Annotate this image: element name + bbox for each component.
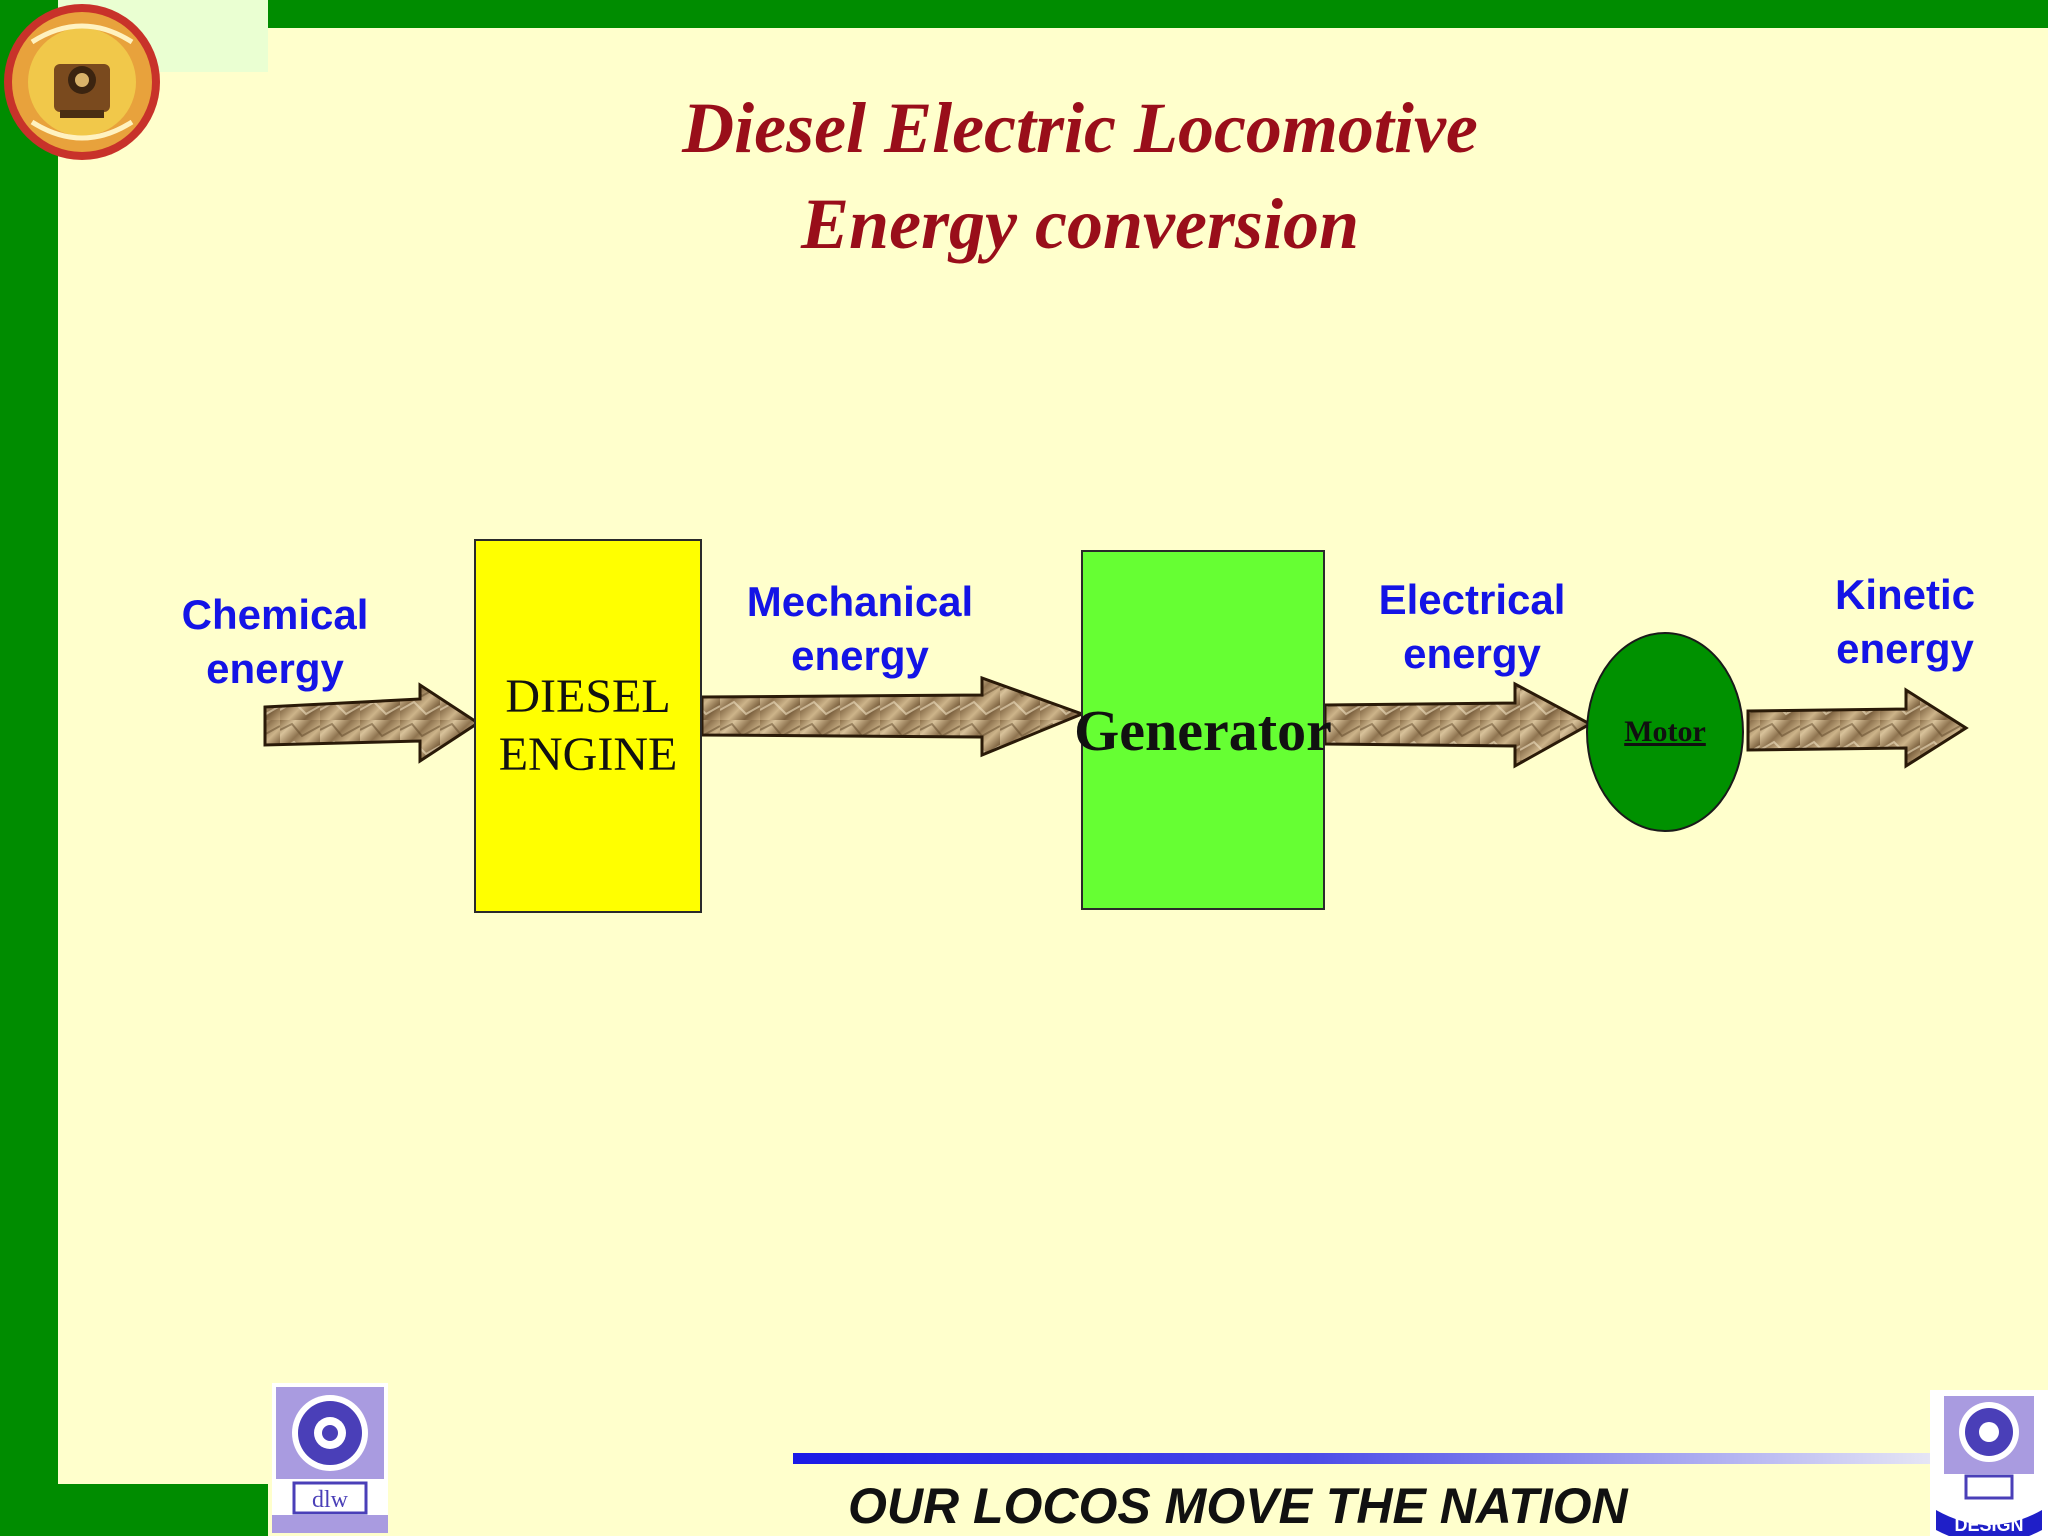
left-green-bar — [0, 0, 58, 1536]
engine-label-line-2: ENGINE — [498, 728, 678, 781]
svg-text:DESIGN: DESIGN — [1954, 1515, 2023, 1535]
textured-arrow-icon — [263, 682, 481, 764]
textured-arrow-icon — [1746, 687, 1969, 769]
slide-title: Diesel Electric Locomotive Energy conver… — [480, 80, 1680, 272]
title-line-1: Diesel Electric Locomotive — [682, 88, 1478, 168]
dlw-design-logo-icon: DESIGN — [1930, 1390, 2048, 1536]
textured-arrow-icon — [1323, 681, 1594, 769]
textured-arrow-icon — [700, 675, 1087, 758]
label-chemical-line-1: Chemical — [181, 591, 369, 638]
locomotive-emblem-icon — [4, 4, 160, 160]
label-electrical-line-1: Electrical — [1378, 576, 1566, 623]
diesel-engine-block: DIESEL ENGINE — [474, 539, 702, 913]
label-mechanical-line-2: energy — [791, 632, 929, 679]
label-kinetic-line-2: energy — [1836, 625, 1974, 672]
generator-label: Generator — [1074, 697, 1332, 763]
label-kinetic-line-1: Kinetic — [1834, 571, 1976, 618]
label-electrical-energy: Electrical energy — [1352, 573, 1592, 681]
footer-slogan: OUR LOCOS MOVE THE NATION — [848, 1478, 1628, 1534]
footer-gradient-line — [793, 1453, 1933, 1464]
title-line-2: Energy conversion — [801, 184, 1359, 264]
label-mechanical-line-1: Mechanical — [746, 578, 974, 625]
motor-label: Motor — [1624, 715, 1706, 748]
label-chemical-energy: Chemical energy — [160, 588, 390, 696]
top-green-bar — [265, 0, 2048, 28]
indian-railways-dlw-logo-icon: dlw — [272, 1383, 388, 1533]
label-kinetic-energy: Kinetic energy — [1800, 568, 2010, 676]
generator-block: Generator — [1074, 550, 1332, 910]
bottom-left-green-bar — [0, 1484, 268, 1536]
label-mechanical-energy: Mechanical energy — [720, 575, 1000, 683]
engine-label-line-1: DIESEL — [505, 670, 671, 723]
label-chemical-line-2: energy — [206, 645, 344, 692]
motor-block: Motor — [1586, 632, 1744, 832]
svg-text:dlw: dlw — [312, 1487, 349, 1513]
label-electrical-line-2: energy — [1403, 630, 1541, 677]
